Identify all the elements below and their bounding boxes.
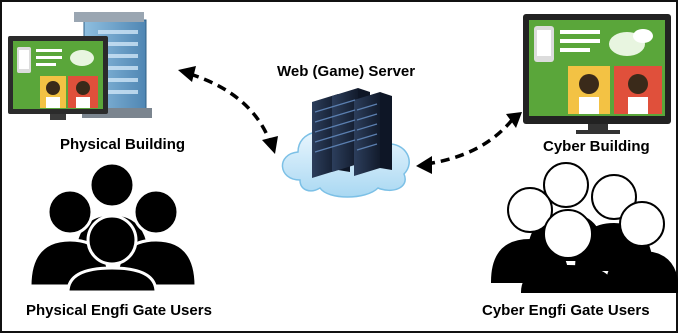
cyber-building-label: Cyber Building — [543, 138, 650, 155]
arrow-server-to-cyber — [416, 112, 522, 174]
cyber-building-monitor-icon — [523, 14, 671, 134]
physical-users-label: Physical Engfi Gate Users — [26, 302, 212, 319]
server-label: Web (Game) Server — [277, 63, 416, 80]
physical-building-label: Physical Building — [60, 136, 186, 153]
physical-building-icon — [8, 12, 152, 120]
cloud-server-icon — [281, 88, 410, 198]
cyber-users-label: Cyber Engfi Gate Users — [482, 302, 650, 319]
server-rack-icon — [312, 88, 392, 178]
cyber-users-icon — [490, 162, 678, 293]
arrow-physical-to-server — [178, 66, 278, 154]
physical-users-icon — [28, 161, 198, 294]
